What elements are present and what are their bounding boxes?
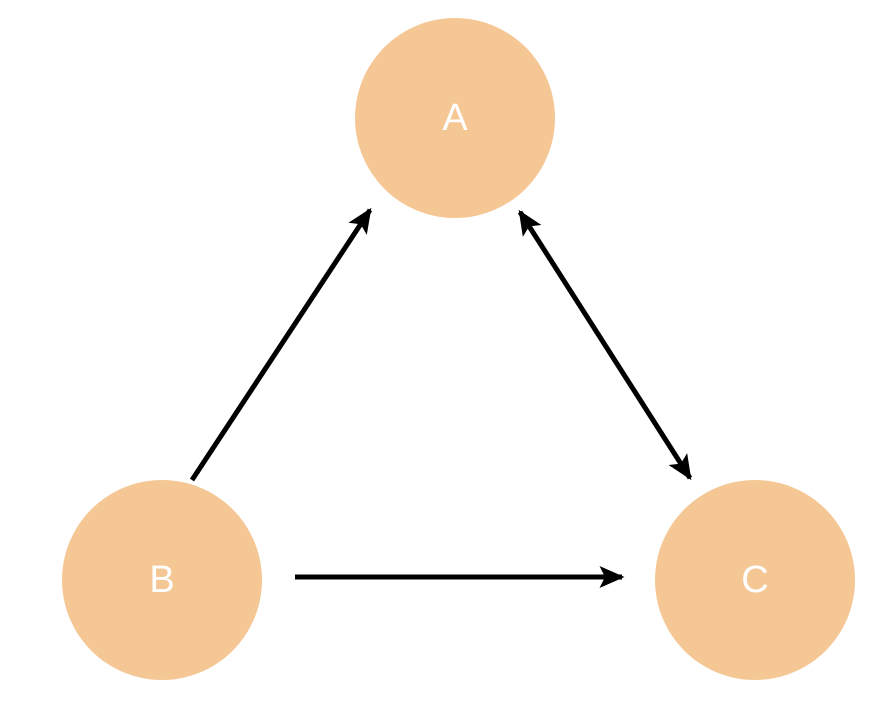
edges-layer	[189, 207, 693, 588]
node-a-label: A	[442, 97, 468, 139]
node-c[interactable]: C	[655, 480, 855, 680]
node-c-circle[interactable]	[655, 480, 855, 680]
node-b[interactable]: B	[62, 480, 262, 680]
edge-a-to-c[interactable]	[517, 209, 693, 481]
node-c-label: C	[741, 559, 768, 601]
nodes-layer: A B C	[62, 18, 855, 680]
node-b-label: B	[149, 559, 174, 601]
edge-b-to-a[interactable]	[189, 207, 373, 482]
node-a-circle[interactable]	[355, 18, 555, 218]
node-a[interactable]: A	[355, 18, 555, 218]
node-b-circle[interactable]	[62, 480, 262, 680]
